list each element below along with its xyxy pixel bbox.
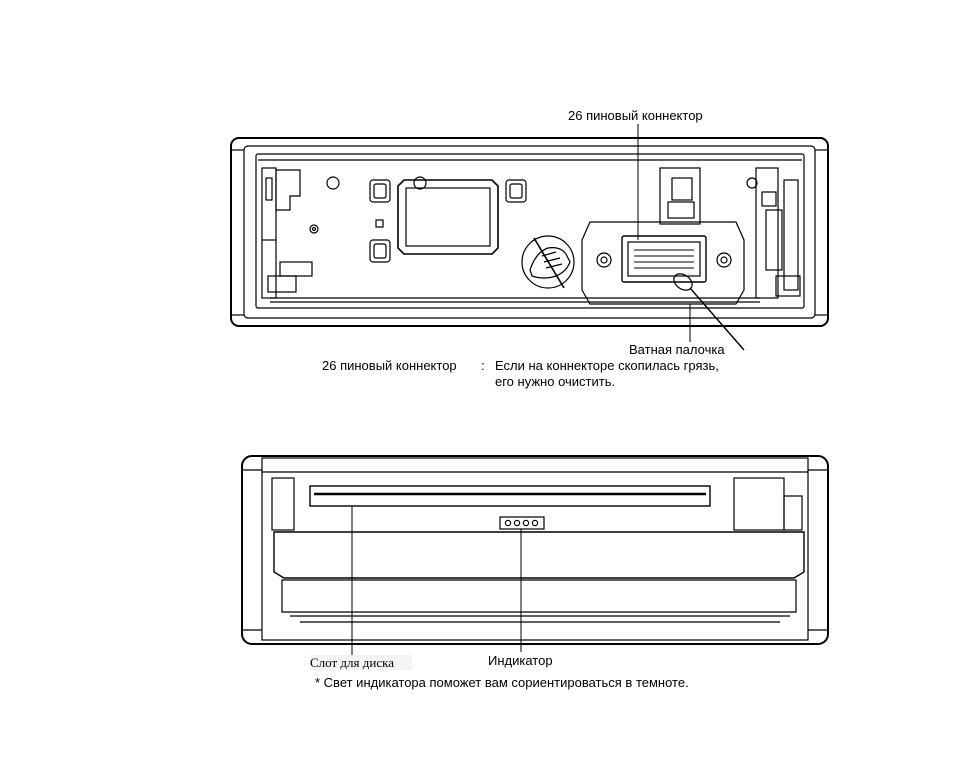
connector-label-left: 26 пиновый коннектор [322,358,457,373]
connector-latch-top [660,168,700,224]
right-latch [756,168,800,298]
faceplate-front-view [242,456,828,656]
label-colon: : [481,358,485,373]
cotton-swab-label: Ватная палочка [629,342,725,357]
disc-slot-label: Слот для диска [310,655,412,670]
front-bar [274,532,804,578]
indicator-label: Индикатор [488,653,553,668]
contact-pads [370,180,526,262]
screw-hole [310,225,318,233]
mount-hole [327,177,339,189]
cleaning-note-line2: его нужно очистить. [495,374,615,389]
faceplate-rear-view [231,124,828,350]
connector-label-top: 26 пиновый коннектор [568,108,703,123]
mount-hole [414,177,426,189]
cleaning-note-line1: Если на коннекторе скопилась грязь, [495,358,719,373]
indicator-footnote: * Свет индикатора поможет вам сориентиро… [315,675,689,690]
26-pin-connector [622,236,706,282]
disc-slot [310,486,710,506]
do-not-touch-icon [522,236,574,288]
indicator-leds [500,517,544,529]
left-latch [262,168,312,298]
connector-housing [582,222,744,304]
display-window [398,180,498,254]
